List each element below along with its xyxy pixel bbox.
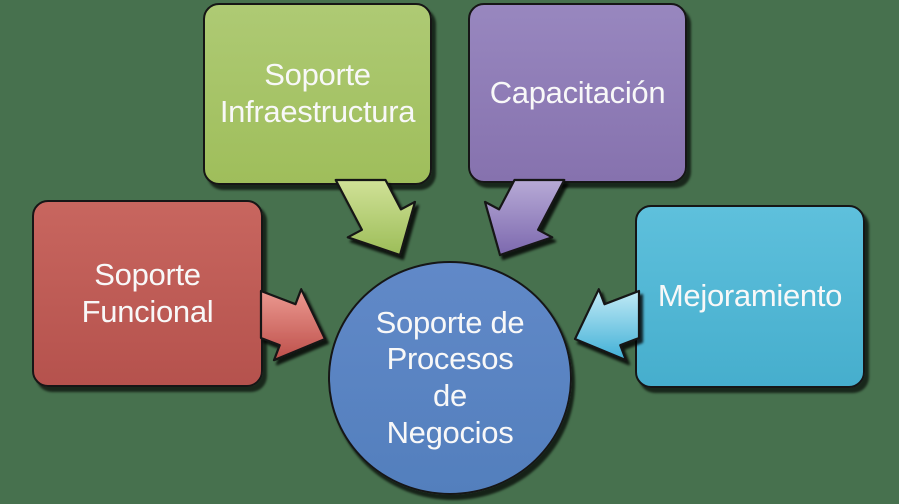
node-soporte-infraestructura-label: Soporte Infraestructura	[219, 57, 416, 129]
node-capacitacion-label: Capacitación	[489, 74, 666, 110]
arrow-capacitacion-to-center	[483, 178, 566, 257]
arrow-mejoramiento-to-center	[573, 288, 641, 362]
node-capacitacion[interactable]: Capacitación	[468, 3, 687, 183]
node-soporte-funcional-label: Soporte Funcional	[81, 256, 214, 329]
node-soporte-funcional[interactable]: Soporte Funcional	[32, 200, 263, 387]
node-soporte-infraestructura[interactable]: Soporte Infraestructura	[203, 3, 432, 185]
node-central-label: Soporte de Procesos de Negocios	[375, 304, 525, 450]
arrow-funcional-to-center	[259, 288, 327, 362]
arrow-infraestructura-to-center	[334, 178, 417, 257]
node-central-soporte-procesos[interactable]: Soporte de Procesos de Negocios	[328, 261, 572, 495]
node-mejoramiento-label: Mejoramiento	[657, 278, 843, 314]
node-mejoramiento[interactable]: Mejoramiento	[635, 205, 865, 388]
